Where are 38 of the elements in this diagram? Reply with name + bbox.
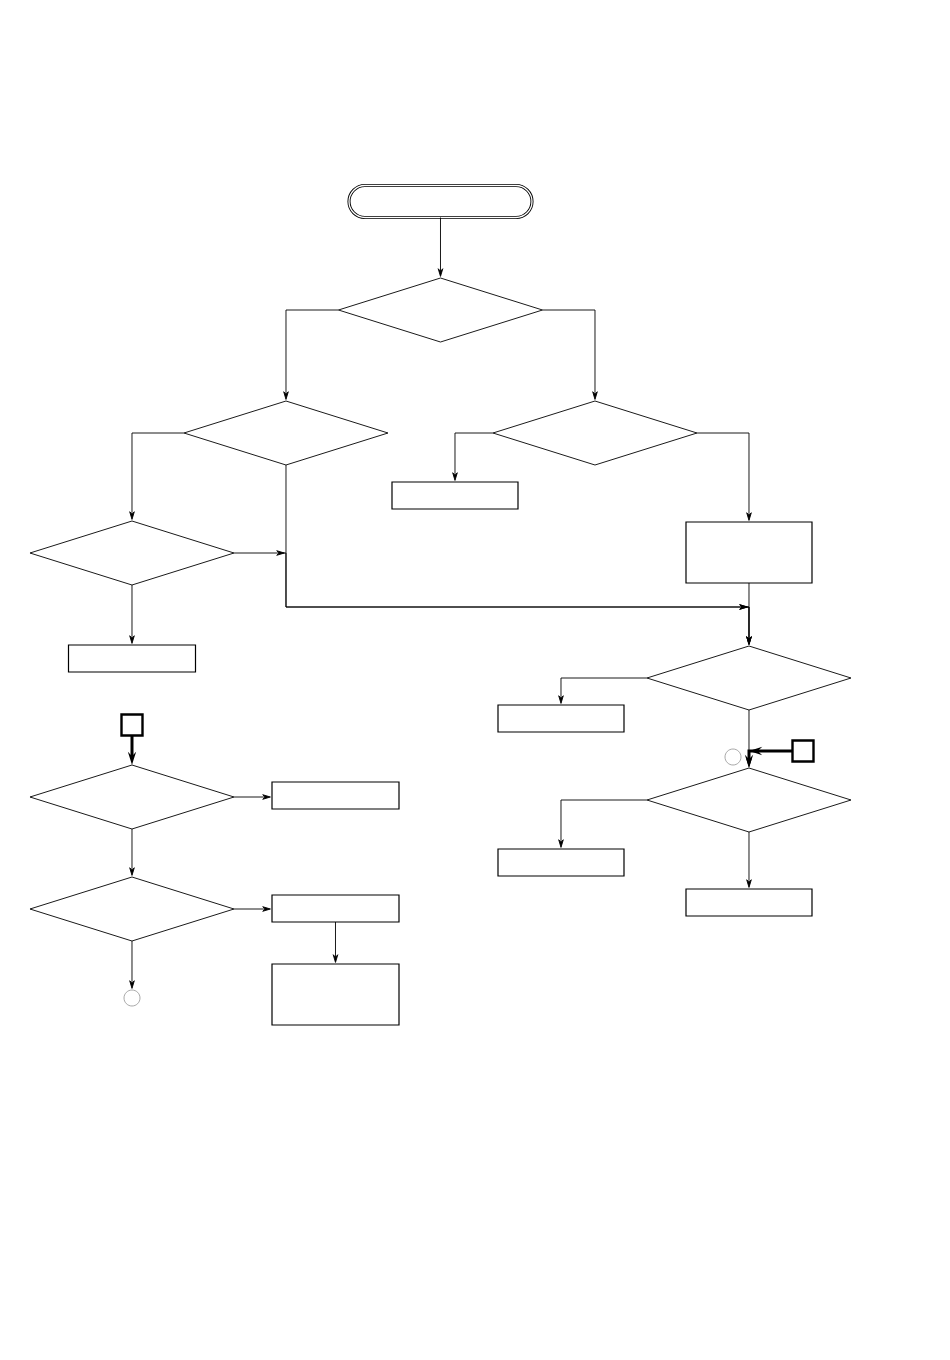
arrow xyxy=(558,799,648,848)
process-box xyxy=(685,521,813,584)
process-box xyxy=(497,704,625,733)
arrow xyxy=(558,677,648,704)
decision-diamond xyxy=(29,876,235,942)
process-box xyxy=(271,963,400,1026)
connector-circle xyxy=(724,748,742,766)
decision-diamond xyxy=(29,764,235,830)
decision-diamond xyxy=(183,400,389,466)
arrow xyxy=(332,921,339,963)
decision-diamond xyxy=(646,645,852,711)
arrow xyxy=(233,794,271,800)
arrow xyxy=(129,940,135,989)
arrow xyxy=(696,432,752,521)
reference-square xyxy=(791,739,815,763)
terminator xyxy=(347,183,534,220)
reference-square xyxy=(120,713,144,737)
process-box xyxy=(271,781,400,810)
process-box xyxy=(497,848,625,877)
arrow xyxy=(129,432,185,520)
decision-diamond xyxy=(492,400,698,466)
connector-circle xyxy=(123,989,141,1007)
arrow xyxy=(437,217,444,277)
arrow xyxy=(452,432,494,481)
decision-diamond xyxy=(338,277,543,343)
process-box xyxy=(271,894,400,923)
arrow xyxy=(233,906,271,912)
arrow xyxy=(746,582,752,645)
decision-diamond xyxy=(646,767,852,833)
arrow xyxy=(283,309,339,400)
process-box xyxy=(67,644,197,673)
arrow xyxy=(129,584,135,644)
process-box xyxy=(391,481,519,510)
decision-diamond xyxy=(29,520,235,586)
arrow xyxy=(129,828,135,876)
process-box xyxy=(685,888,813,917)
arrow xyxy=(542,309,598,400)
arrow xyxy=(746,831,752,888)
